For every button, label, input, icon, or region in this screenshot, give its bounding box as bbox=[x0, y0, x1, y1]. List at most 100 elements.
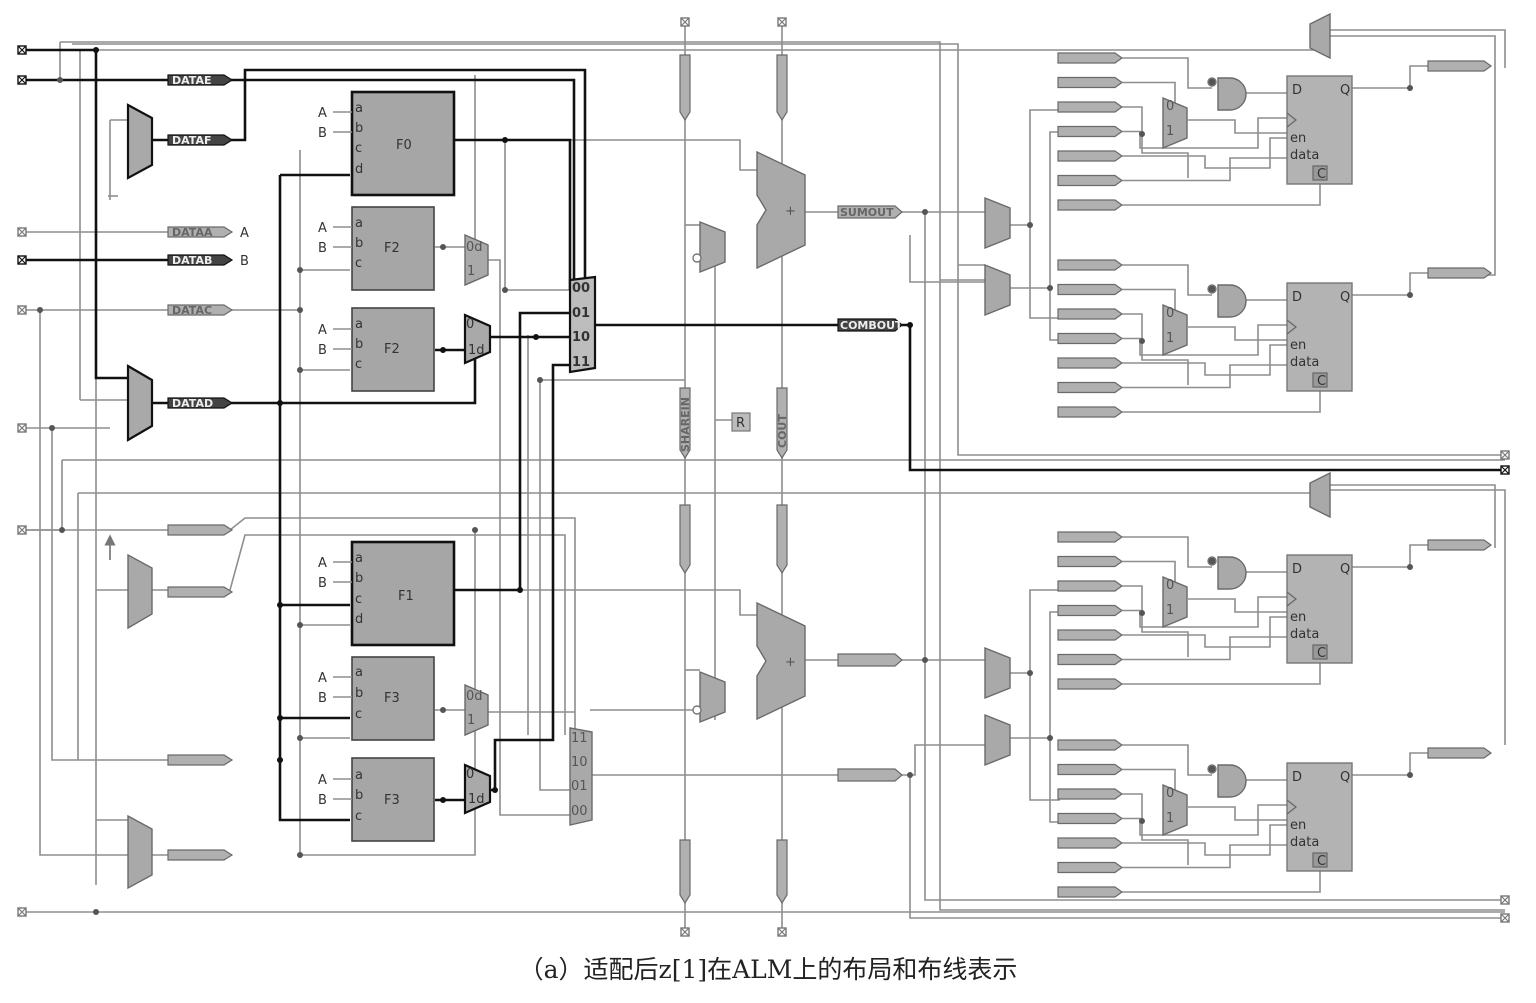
register-input-pin bbox=[1057, 332, 1124, 345]
terminal-icon bbox=[17, 227, 27, 237]
register-mux-label: 1 bbox=[1166, 331, 1174, 346]
svg-text:F0: F0 bbox=[396, 138, 412, 153]
ff-q-label: Q bbox=[1340, 562, 1350, 577]
svg-text:B: B bbox=[318, 343, 327, 358]
combout-lower bbox=[837, 768, 903, 782]
ff-data-label: data bbox=[1290, 148, 1319, 163]
ff-d-label: D bbox=[1292, 770, 1302, 785]
svg-text:B: B bbox=[318, 241, 327, 256]
mux-f3-top: 0d 1 bbox=[464, 683, 489, 737]
junction-dots bbox=[37, 47, 1053, 915]
svg-text:DATAD: DATAD bbox=[172, 397, 213, 410]
svg-text:c: c bbox=[355, 141, 362, 156]
ff-en-label: en bbox=[1290, 338, 1306, 353]
svg-text:A: A bbox=[318, 323, 327, 338]
register-output-pin bbox=[1427, 267, 1493, 279]
register-input-pin bbox=[1057, 150, 1124, 162]
ff-en-label: en bbox=[1290, 818, 1306, 833]
mux-datae-f bbox=[126, 103, 154, 180]
svg-text:F3: F3 bbox=[384, 691, 400, 706]
register-input-pin bbox=[1057, 837, 1124, 849]
svg-text:d: d bbox=[355, 612, 363, 627]
terminals bbox=[17, 17, 1510, 937]
svg-text:0d: 0d bbox=[466, 689, 483, 704]
svg-text:a: a bbox=[355, 317, 363, 332]
lower-output-mux: 11 10 01 00 bbox=[569, 727, 593, 826]
register-input-pin bbox=[1057, 52, 1124, 64]
svg-text:b: b bbox=[355, 121, 363, 136]
terminal-icon bbox=[17, 45, 27, 55]
svg-text:F1: F1 bbox=[398, 589, 414, 604]
svg-text:DATAF: DATAF bbox=[172, 134, 211, 147]
figure-caption: （a）适配后z[1]在ALM上的布局和布线表示 bbox=[518, 955, 1018, 984]
lut-blocks: F0 A B a b c d F2 A B a b c F2 A B a bbox=[318, 90, 456, 842]
svg-text:b: b bbox=[355, 337, 363, 352]
svg-text:F3: F3 bbox=[384, 793, 400, 808]
register-input-pin bbox=[1057, 886, 1124, 898]
svg-text:B: B bbox=[318, 793, 327, 808]
pin-dataa: DATAA A bbox=[167, 226, 249, 241]
register-input-pin bbox=[1057, 812, 1124, 825]
svg-text:c: c bbox=[355, 256, 362, 271]
svg-text:DATAA: DATAA bbox=[172, 226, 213, 239]
ff-d-label: D bbox=[1292, 290, 1302, 305]
input-muxes bbox=[104, 103, 154, 890]
terminal-icon bbox=[680, 17, 690, 27]
mux-lower-1 bbox=[127, 553, 153, 630]
sumout-lower bbox=[837, 653, 903, 667]
register-input-pin bbox=[1057, 580, 1124, 592]
ff-en-label: en bbox=[1290, 131, 1306, 146]
terminal-icon bbox=[17, 907, 27, 917]
ff-clr-label: C bbox=[1317, 167, 1326, 182]
pin-lower-2 bbox=[167, 586, 234, 598]
svg-text:b: b bbox=[355, 686, 363, 701]
svg-text:0d: 0d bbox=[466, 240, 483, 255]
adder-bottom: + bbox=[756, 601, 806, 721]
register-input-pin bbox=[1057, 555, 1124, 568]
register-input-pin bbox=[1057, 739, 1124, 751]
terminal-icon bbox=[680, 927, 690, 937]
register-input-pin bbox=[1057, 283, 1124, 296]
register-input-pin bbox=[1057, 861, 1124, 874]
register-input-pin bbox=[1057, 101, 1124, 113]
svg-text:SUMOUT: SUMOUT bbox=[840, 206, 894, 219]
terminal-icon bbox=[17, 525, 27, 535]
ff-en-label: en bbox=[1290, 610, 1306, 625]
active-wires bbox=[22, 48, 1505, 822]
cout-signal: COUT bbox=[776, 387, 789, 460]
terminal-icon bbox=[777, 927, 787, 937]
ff-d-label: D bbox=[1292, 83, 1302, 98]
register-mux bbox=[1162, 96, 1188, 150]
terminal-icon bbox=[1500, 450, 1510, 460]
svg-text:0: 0 bbox=[466, 767, 474, 782]
pin-datac: DATAC bbox=[167, 304, 234, 317]
terminal-icon bbox=[17, 75, 27, 85]
register-input-pin bbox=[1057, 259, 1124, 271]
terminal-icon bbox=[1500, 465, 1510, 475]
register-mux-label: 0 bbox=[1166, 306, 1174, 321]
register-mux bbox=[1162, 575, 1188, 629]
svg-text:1: 1 bbox=[467, 713, 475, 728]
input-pins: DATAE DATAF DATAA A DATAB B DATAC DATAD bbox=[167, 74, 249, 861]
svg-text:c: c bbox=[355, 357, 362, 372]
svg-text:a: a bbox=[355, 216, 363, 231]
lut-f0: F0 A B a b c d bbox=[318, 90, 456, 197]
and-gate-icon bbox=[1217, 77, 1247, 111]
register-mux-label: 1 bbox=[1166, 124, 1174, 139]
ff-q-label: Q bbox=[1340, 770, 1350, 785]
ff-d-label: D bbox=[1292, 562, 1302, 577]
lut-f1: F1 A B a b c d bbox=[318, 540, 456, 647]
svg-text:00: 00 bbox=[572, 281, 590, 296]
register-output-pin bbox=[1427, 747, 1493, 759]
mux-f2-bottom: 0 1d bbox=[463, 313, 492, 365]
register-input-pin bbox=[1057, 653, 1124, 666]
mux-lower-2 bbox=[127, 814, 153, 890]
pin-lower-4 bbox=[167, 849, 234, 861]
ff-data-label: data bbox=[1290, 355, 1319, 370]
svg-text:A: A bbox=[318, 221, 327, 236]
svg-text:DATAE: DATAE bbox=[172, 74, 211, 87]
svg-text:B: B bbox=[318, 126, 327, 141]
